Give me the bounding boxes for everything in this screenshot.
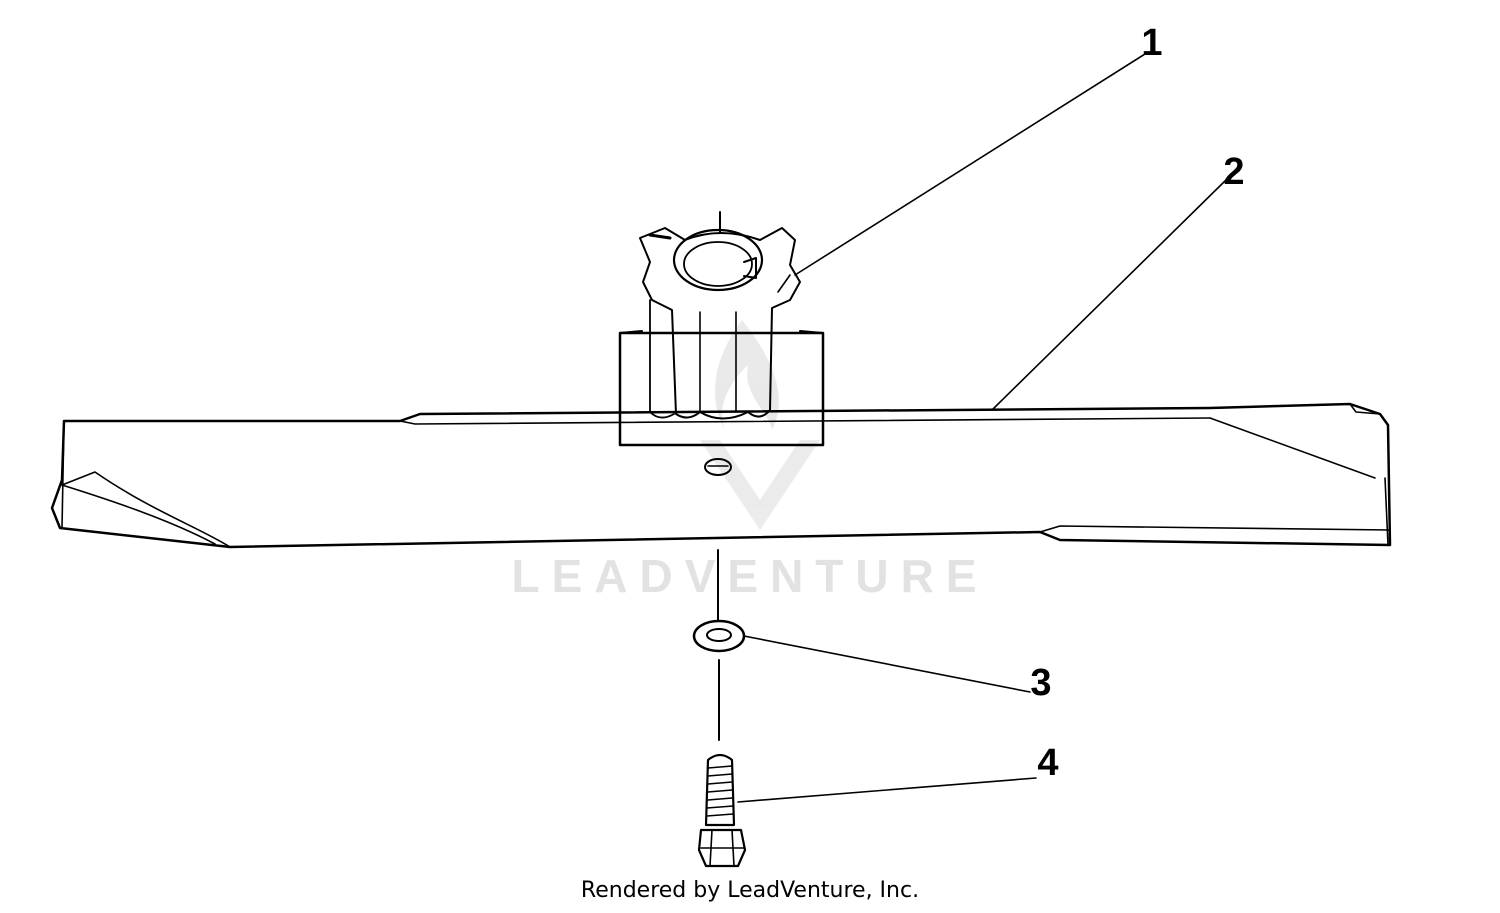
callout-1: 1 xyxy=(1141,22,1162,64)
footer-credit: Rendered by LeadVenture, Inc. xyxy=(581,878,919,903)
watermark-logo xyxy=(700,320,820,530)
washer xyxy=(692,619,746,653)
leader-lines xyxy=(737,53,1227,803)
center-axis-line xyxy=(717,211,721,741)
callout-3: 3 xyxy=(1030,662,1051,704)
bolt xyxy=(697,753,747,868)
mower-blade xyxy=(50,402,1392,549)
callout-4: 4 xyxy=(1037,742,1058,784)
callout-2: 2 xyxy=(1223,151,1244,193)
blade-adapter xyxy=(618,227,825,447)
watermark-text: LEADVENTURE xyxy=(511,550,988,602)
